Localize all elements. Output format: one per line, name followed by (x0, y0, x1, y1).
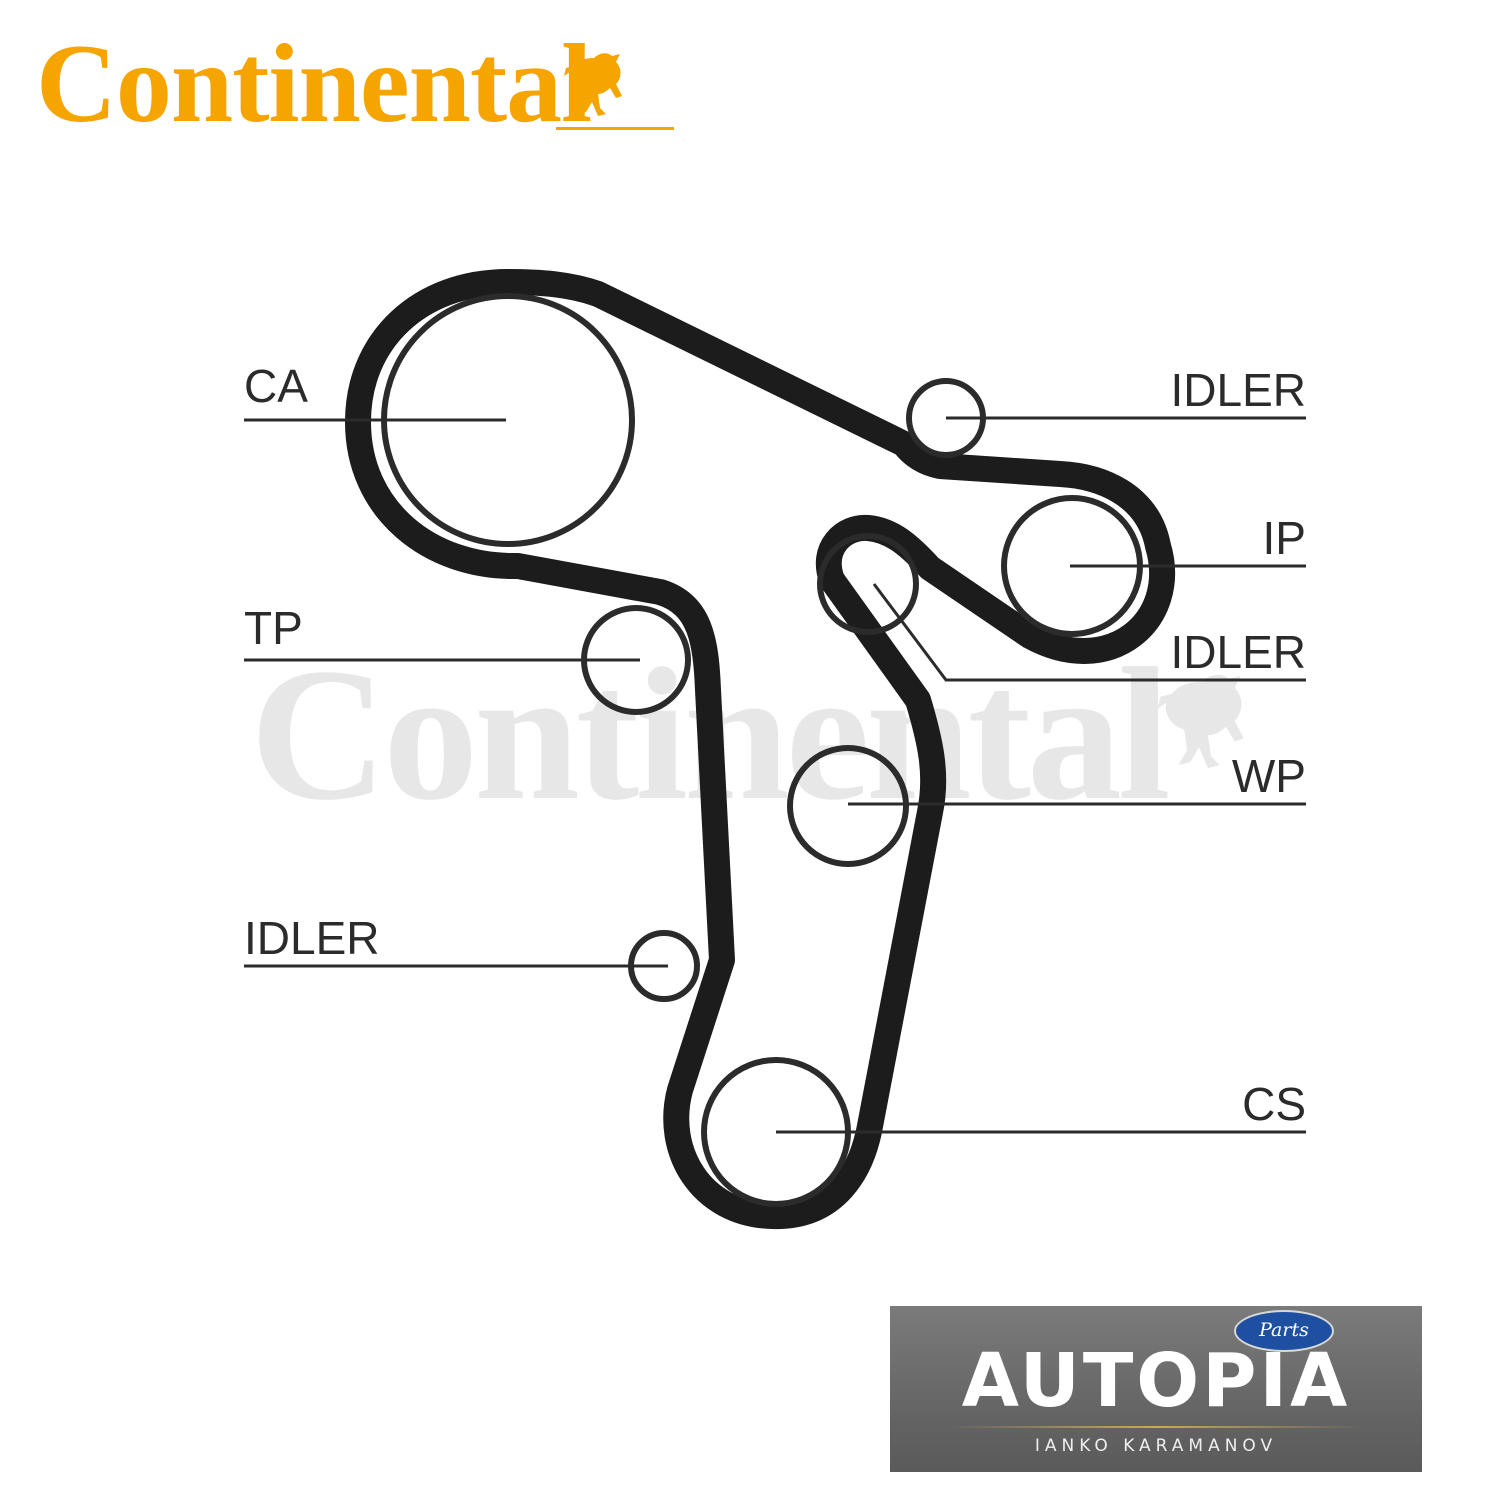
label-idler-low: IDLER (244, 912, 379, 964)
label-tp: TP (244, 602, 303, 654)
dealer-logo-panel: Parts AUTOPIA IANKO KARAMANOV (890, 1306, 1422, 1472)
dealer-subtitle: IANKO KARAMANOV (1034, 1436, 1278, 1456)
brand-wordmark: Continental (36, 22, 592, 146)
watermark-horse-icon (1157, 674, 1244, 769)
brand-logo: Continental (36, 28, 674, 140)
label-wp: WP (1232, 750, 1306, 802)
label-idler-mid: IDLER (1171, 626, 1306, 678)
belt-outline (345, 269, 1176, 1230)
leader-lines (244, 416, 1306, 1134)
pulley-wp (787, 745, 909, 867)
pulleys (381, 293, 1143, 1207)
pulley-idler-mid (817, 533, 919, 635)
logo-underline (556, 127, 674, 130)
prancing-horse-icon (564, 53, 622, 116)
label-idler-top: IDLER (1171, 364, 1306, 416)
component-labels: CA IDLER IP IDLER TP WP IDLER CS (244, 360, 1306, 1130)
label-cs: CS (1242, 1078, 1306, 1130)
dealer-divider (946, 1426, 1366, 1428)
label-ip: IP (1263, 512, 1306, 564)
leader-idler-mid (872, 583, 1306, 682)
parts-badge: Parts (1234, 1310, 1334, 1352)
dealer-name: AUTOPIA (961, 1338, 1351, 1424)
timing-belt (345, 269, 1176, 1230)
label-ca: CA (244, 360, 308, 412)
